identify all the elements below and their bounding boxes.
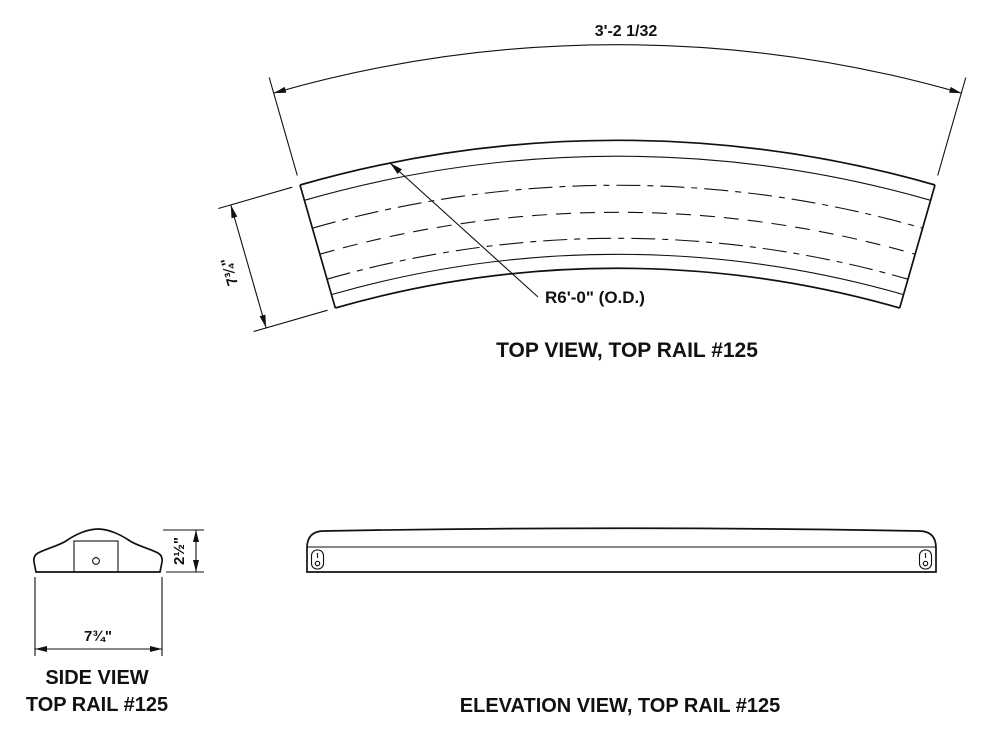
width-extension-line-inner: [253, 309, 328, 333]
elevation-left-end-hole: [314, 560, 321, 567]
rail-profile-line-upper: [304, 155, 931, 201]
radius-label-text: R6'-0" (O.D.): [545, 288, 645, 307]
top-view-drawing: 3'-2 1/32 7¾" R6'-0" (O.D.) TOP VIEW, TO…: [218, 23, 967, 362]
dimension-arrow-right: [949, 86, 962, 94]
elevation-view-caption: ELEVATION VIEW, TOP RAIL #125: [460, 695, 780, 717]
dimension-arrow-left: [273, 86, 287, 94]
rail-right-end-edge: [898, 184, 936, 309]
elevation-right-end-slot: [918, 549, 933, 570]
width-extension-line-outer: [218, 186, 293, 210]
elevation-right-end-hole: [922, 560, 929, 567]
rail-profile-line-lower: [331, 253, 904, 296]
elevation-left-end-slot: [310, 549, 325, 570]
rail-hidden-line-1: [319, 211, 916, 255]
extension-line-left: [268, 77, 298, 176]
rail-centerline-2: [326, 237, 909, 280]
rail-centerline-1: [312, 184, 923, 229]
top-view-caption: TOP VIEW, TOP RAIL #125: [496, 339, 758, 362]
side-profile-outline: [32, 528, 164, 573]
elevation-outline: [306, 527, 937, 573]
height-dimension-text: 2½": [171, 537, 188, 565]
rail-outer-arc: [299, 139, 936, 186]
radius-leader-arrow: [390, 163, 402, 174]
rail-left-end-edge: [299, 184, 337, 309]
side-profile-screw-hole: [92, 557, 100, 565]
side-width-arrow-right: [150, 646, 162, 652]
side-width-arrow-left: [35, 646, 47, 652]
radius-leader-line: [389, 162, 539, 298]
side-profile-slot: [73, 540, 119, 573]
extension-line-right: [937, 77, 967, 176]
width-dimension-text: 7¾": [218, 256, 242, 288]
side-view-drawing: 2½" 7¾" SIDE VIEW TOP RAIL #125: [26, 528, 204, 716]
side-width-dimension-text: 7¾": [84, 628, 112, 645]
dimension-arc: [273, 44, 962, 94]
elevation-view-drawing: ELEVATION VIEW, TOP RAIL #125: [306, 527, 937, 717]
height-dimension-arrow-top: [193, 530, 199, 542]
height-dimension-arrow-bottom: [193, 560, 199, 572]
rail-inner-arc: [335, 267, 900, 309]
width-dimension-line: [230, 204, 267, 329]
width-dimension-arrow-bottom: [259, 314, 267, 328]
side-view-caption-line1: SIDE VIEW: [45, 667, 148, 689]
width-dimension-arrow-top: [230, 204, 238, 219]
side-view-caption-line2: TOP RAIL #125: [26, 694, 168, 716]
arc-length-dimension-text: 3'-2 1/32: [595, 23, 658, 40]
